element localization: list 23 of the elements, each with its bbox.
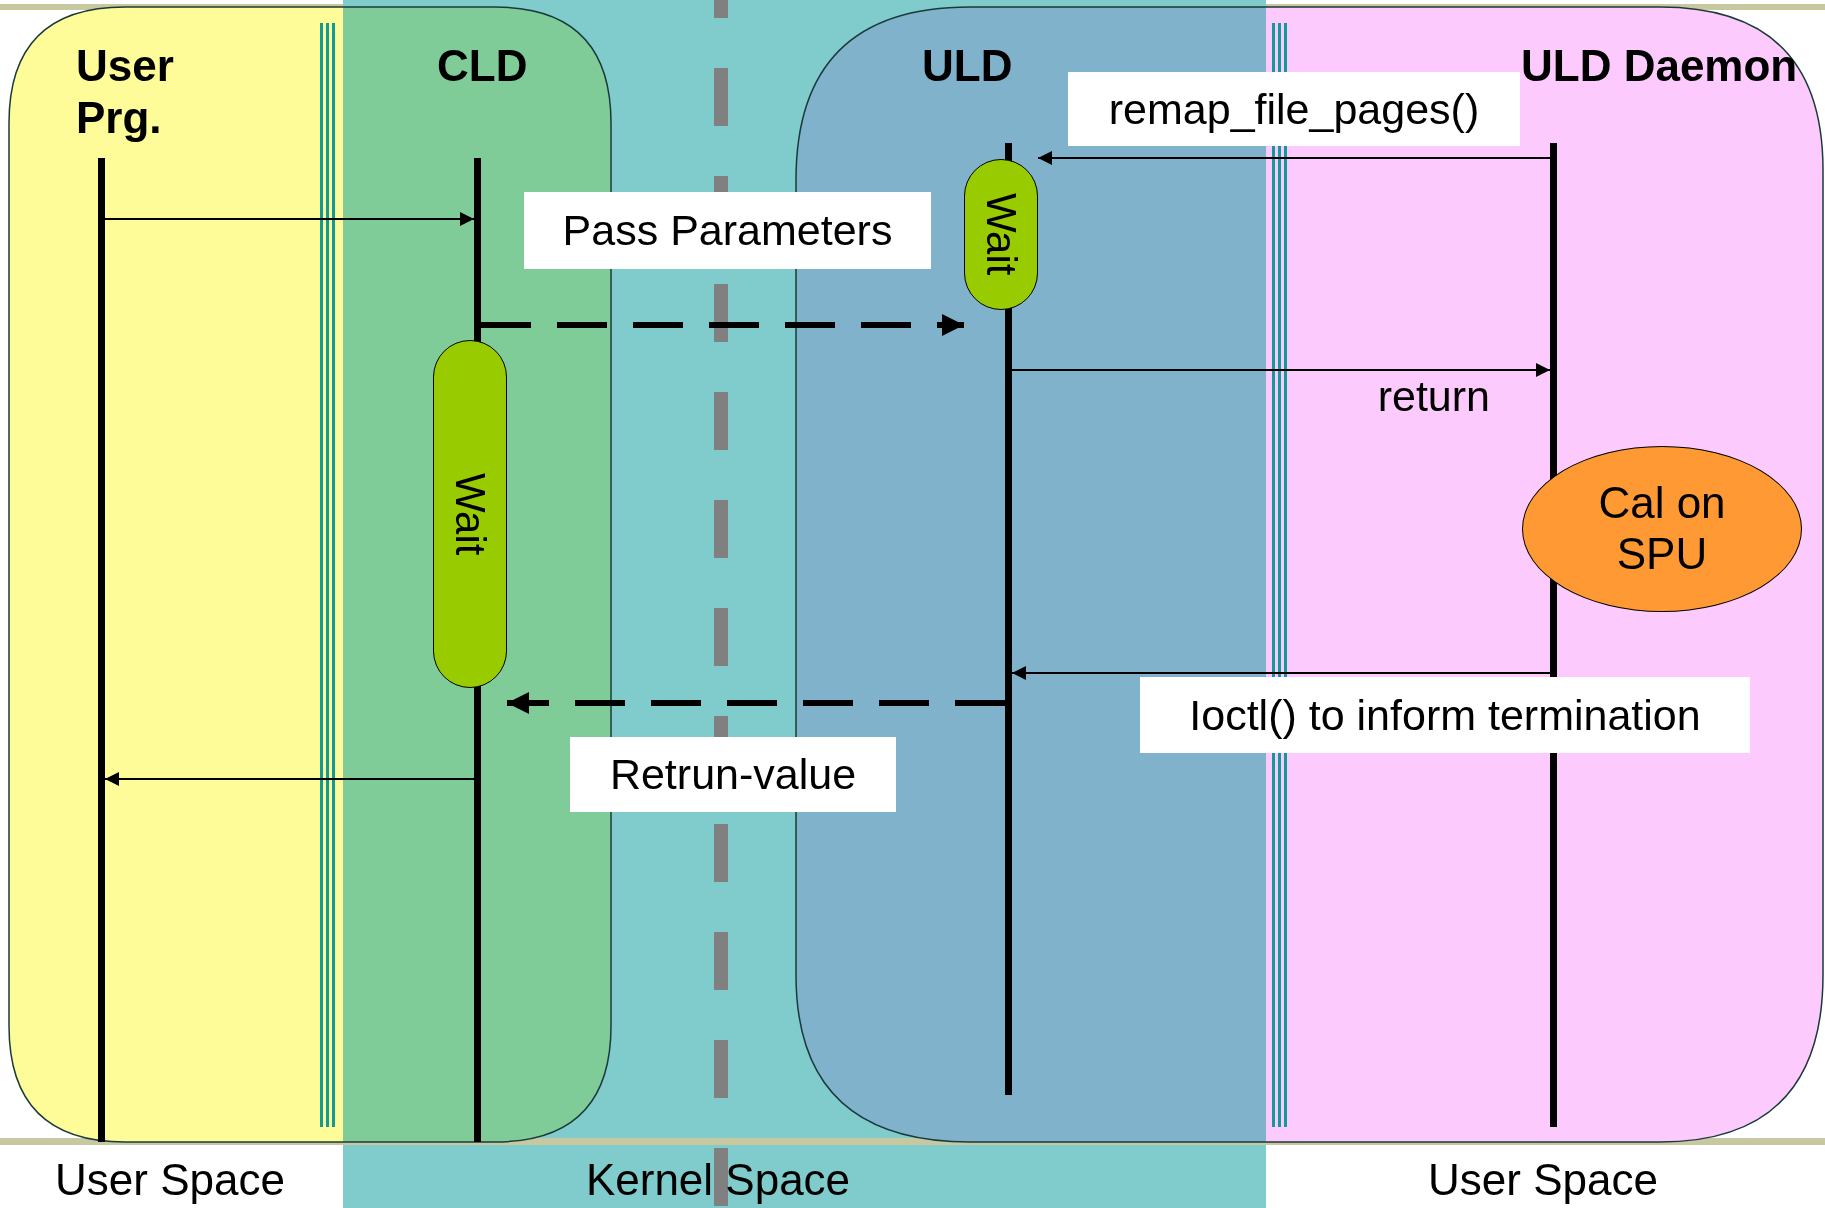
edge-label: Pass Parameters [524, 192, 931, 269]
edge-label: Ioctl() to inform termination [1140, 677, 1750, 753]
edge-label: Retrun-value [570, 737, 896, 812]
lifeline-header: ULD Daemon [1521, 40, 1798, 92]
dashed-arrow [507, 692, 1005, 714]
arrow [1011, 363, 1551, 377]
arrow [1037, 151, 1551, 165]
wait-label: Wait [980, 193, 1022, 276]
space-label: User Space [55, 1155, 285, 1205]
lifeline-header: User Prg. [76, 40, 175, 144]
space-label: Kernel Space [585, 1155, 851, 1205]
dashed-arrow [481, 314, 964, 336]
lifeline-header: CLD [437, 40, 528, 92]
arrow [104, 772, 475, 786]
arrow [1011, 666, 1551, 680]
arrow [104, 212, 475, 226]
lifeline [98, 158, 105, 1142]
space-label: User Space [1428, 1155, 1658, 1205]
edge-label: remap_file_pages() [1068, 72, 1520, 146]
process-label: Cal on SPU [1597, 478, 1727, 580]
wait-label: Wait [449, 472, 491, 556]
lifeline-header: ULD [922, 40, 1013, 92]
edge-label: return [1376, 372, 1490, 420]
